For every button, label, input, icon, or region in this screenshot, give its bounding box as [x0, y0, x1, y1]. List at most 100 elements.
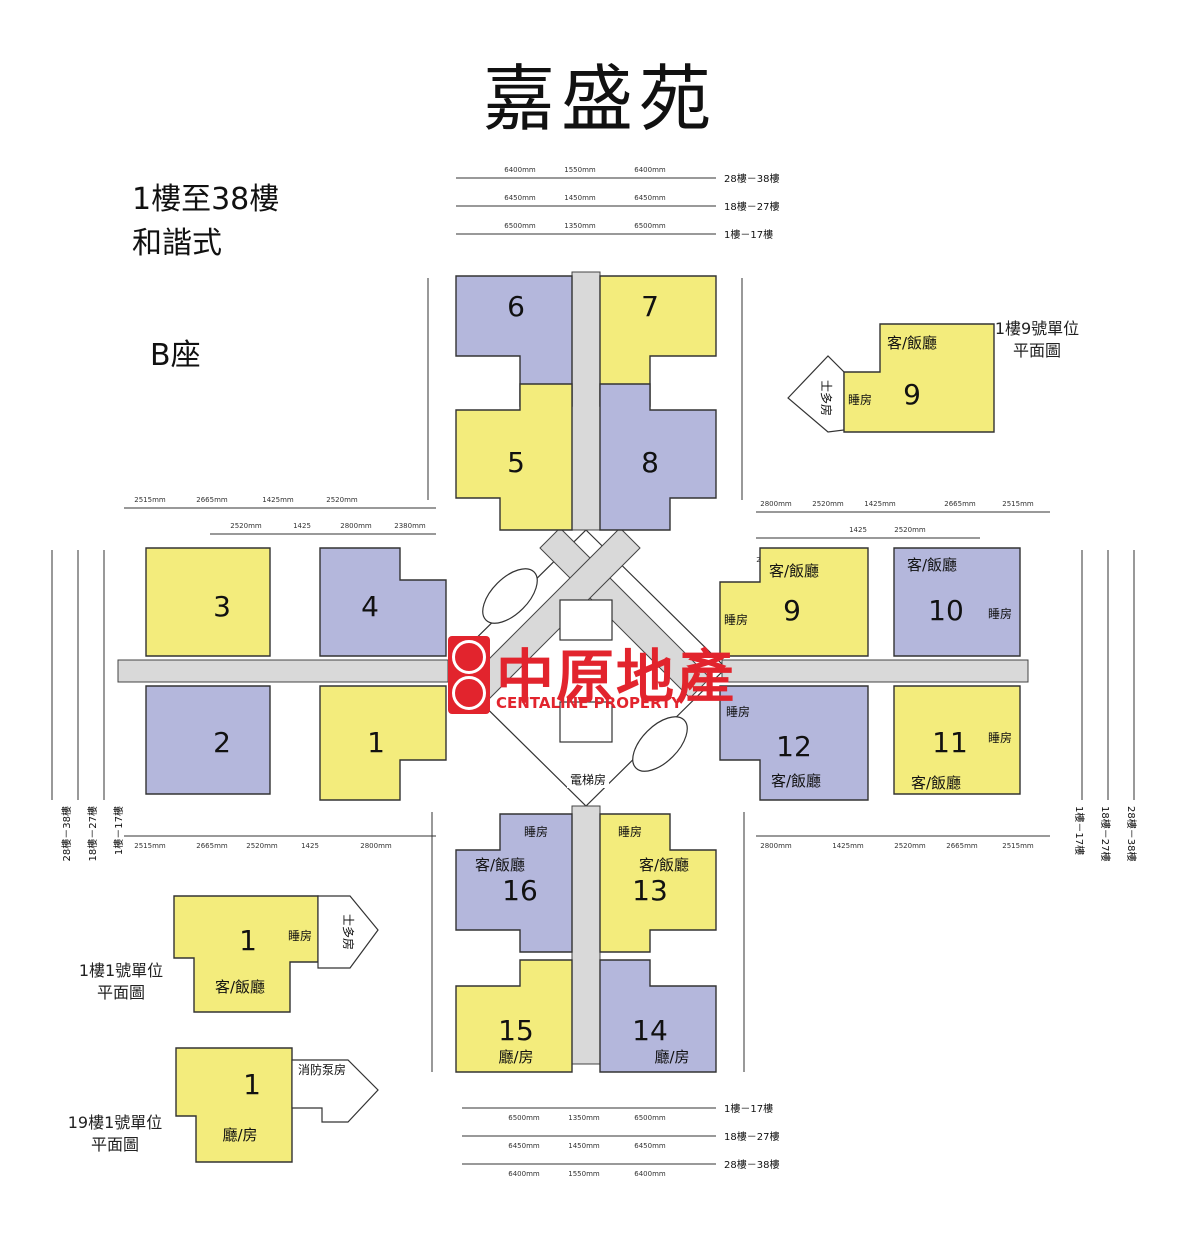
unit-12-number: 12 — [776, 730, 812, 763]
dim-rb-2: 2520mm — [894, 842, 926, 850]
unit-16-bedroom-label: 睡房 — [524, 824, 548, 839]
unit-11-number: 11 — [932, 726, 968, 759]
unit-12-living-label: 客/飯廳 — [771, 772, 821, 790]
dim-rb-1: 1425mm — [832, 842, 864, 850]
dim-lt-3: 2520mm — [326, 496, 358, 504]
unit-14-number: 14 — [632, 1014, 668, 1047]
unit-10-number: 10 — [928, 594, 964, 627]
dim-rt-0: 2800mm — [760, 500, 792, 508]
unit-7-number: 7 — [641, 290, 659, 323]
corridor-north — [571, 271, 601, 531]
dim-rm-2: 2520mm — [894, 526, 926, 534]
dim-rb-0: 2800mm — [760, 842, 792, 850]
corridor-west — [117, 659, 449, 683]
bottom-dimension-rows: 6500mm 1350mm 6500mm 1樓－17樓 6450mm 1450m… — [462, 1102, 779, 1178]
dim-lt-1: 2665mm — [196, 496, 228, 504]
dim-rt-3: 2665mm — [944, 500, 976, 508]
unit-10-bedroom-label: 睡房 — [988, 606, 1012, 621]
unit-13-number: 13 — [632, 874, 668, 907]
unit-5 — [455, 383, 573, 531]
top-dimension-rows: 6400mm 1550mm 6400mm 28樓－38樓 6450mm 1450… — [456, 166, 779, 241]
lift-room-label: 電梯房 — [570, 772, 606, 787]
inset9-unit — [843, 323, 995, 433]
dim-top-r1-c: 6400mm — [634, 166, 666, 174]
dim-rt-4: 2515mm — [1002, 500, 1034, 508]
side-dimension-lines: 28樓－38樓 18樓－27樓 1樓－17樓 1樓－17樓 18樓－27樓 28… — [51, 278, 1138, 1072]
dim-lb-4: 2800mm — [360, 842, 392, 850]
unit-8 — [599, 383, 717, 531]
inset1a-bedroom-label: 睡房 — [288, 928, 312, 943]
dim-top-r3-b: 1350mm — [564, 222, 596, 230]
dim-bot-r3-c: 6400mm — [634, 1170, 666, 1178]
stair-bottom-right — [632, 716, 688, 772]
inset1a-unit-number: 1 — [239, 924, 257, 957]
unit-1-number: 1 — [367, 726, 385, 759]
inset1a-living-label: 客/飯廳 — [215, 978, 265, 996]
west-wing: 3 4 2 1 — [145, 547, 447, 801]
inset1b-unit-number: 1 — [243, 1068, 261, 1101]
dim-top-r2-floors: 18樓－27樓 — [724, 200, 779, 213]
inset1b-fire-label: 消防泵房 — [298, 1062, 346, 1077]
stair-top-left — [482, 568, 538, 624]
unit-2 — [145, 685, 271, 795]
centaline-watermark: 中原地產 CENTALINE PROPERTY — [448, 636, 734, 720]
dim-lm-3: 2380mm — [394, 522, 426, 530]
unit-11-living-label: 客/飯廳 — [911, 774, 961, 792]
unit-12-bedroom-label: 睡房 — [726, 704, 750, 719]
dim-bot-r1-floors: 1樓－17樓 — [724, 1102, 773, 1115]
dim-top-r1-floors: 28樓－38樓 — [724, 172, 779, 185]
dim-bot-r2-b: 1450mm — [568, 1142, 600, 1150]
dim-lt-0: 2515mm — [134, 496, 166, 504]
inset-unit1-floor19-caption: 19樓1號單位 平面圖 — [67, 1113, 163, 1154]
page-title: 嘉盛苑 — [482, 57, 717, 141]
dim-top-r1-b: 1550mm — [564, 166, 596, 174]
watermark-chinese: 中原地產 — [496, 643, 737, 711]
side-right-floors-3: 28樓－38樓 — [1125, 806, 1138, 861]
dim-lt-2: 1425mm — [262, 496, 294, 504]
dim-top-r3-floors: 1樓－17樓 — [724, 228, 773, 241]
east-wing: 9 客/飯廳 睡房 10 客/飯廳 睡房 12 客/飯廳 睡房 11 客/飯廳 … — [719, 547, 1021, 801]
dim-bot-r3-a: 6400mm — [508, 1170, 540, 1178]
inset9-living-label: 客/飯廳 — [887, 334, 937, 352]
side-right-floors-1: 1樓－17樓 — [1073, 806, 1086, 855]
dim-rt-2: 1425mm — [864, 500, 896, 508]
side-left-floors-3: 1樓－17樓 — [112, 806, 125, 855]
unit-5-number: 5 — [507, 446, 525, 479]
unit-4-number: 4 — [361, 590, 379, 623]
watermark-english: CENTALINE PROPERTY — [496, 694, 683, 712]
inset1b-hall-label: 廳/房 — [222, 1126, 257, 1144]
dim-rb-4: 2515mm — [1002, 842, 1034, 850]
unit-16-number: 16 — [502, 874, 538, 907]
dim-lb-2: 2520mm — [246, 842, 278, 850]
inset9-unit-number: 9 — [903, 378, 921, 411]
dim-top-r2-c: 6450mm — [634, 194, 666, 202]
floors-range-label: 1樓至38樓 — [132, 182, 280, 217]
inset1b-fire-room — [291, 1059, 379, 1123]
inset-unit9-plan: 士多房 客/飯廳 9 睡房 — [787, 323, 995, 433]
inset-unit9-caption: 1樓9號單位 平面圖 — [994, 319, 1080, 360]
unit-6-number: 6 — [507, 290, 525, 323]
unit-13 — [599, 813, 717, 953]
side-left-floors-1: 28樓－38樓 — [60, 806, 73, 861]
dim-lm-1: 1425 — [293, 522, 311, 530]
north-wing: 6 7 5 8 — [455, 275, 717, 531]
unit-3 — [145, 547, 271, 657]
side-right-floors-2: 18樓－27樓 — [1099, 806, 1112, 861]
unit-9-bedroom-label: 睡房 — [724, 612, 748, 627]
south-wing: 16 客/飯廳 睡房 13 客/飯廳 睡房 15 廳/房 14 廳/房 — [455, 813, 717, 1073]
block-label: B座 — [150, 338, 201, 373]
dim-lm-2: 2800mm — [340, 522, 372, 530]
lift-shaft-1 — [559, 599, 613, 641]
unit-2-number: 2 — [213, 726, 231, 759]
dim-top-r2-b: 1450mm — [564, 194, 596, 202]
dim-top-r2-a: 6450mm — [504, 194, 536, 202]
dim-bot-r1-b: 1350mm — [568, 1114, 600, 1122]
dim-bot-r3-floors: 28樓－38樓 — [724, 1158, 779, 1171]
unit-14-hall-label: 廳/房 — [654, 1048, 689, 1066]
layout-type-label: 和諧式 — [132, 226, 222, 261]
dim-bot-r3-b: 1550mm — [568, 1170, 600, 1178]
dim-lm-0: 2520mm — [230, 522, 262, 530]
dim-top-r3-a: 6500mm — [504, 222, 536, 230]
dim-rt-1: 2520mm — [812, 500, 844, 508]
unit-16 — [455, 813, 573, 953]
